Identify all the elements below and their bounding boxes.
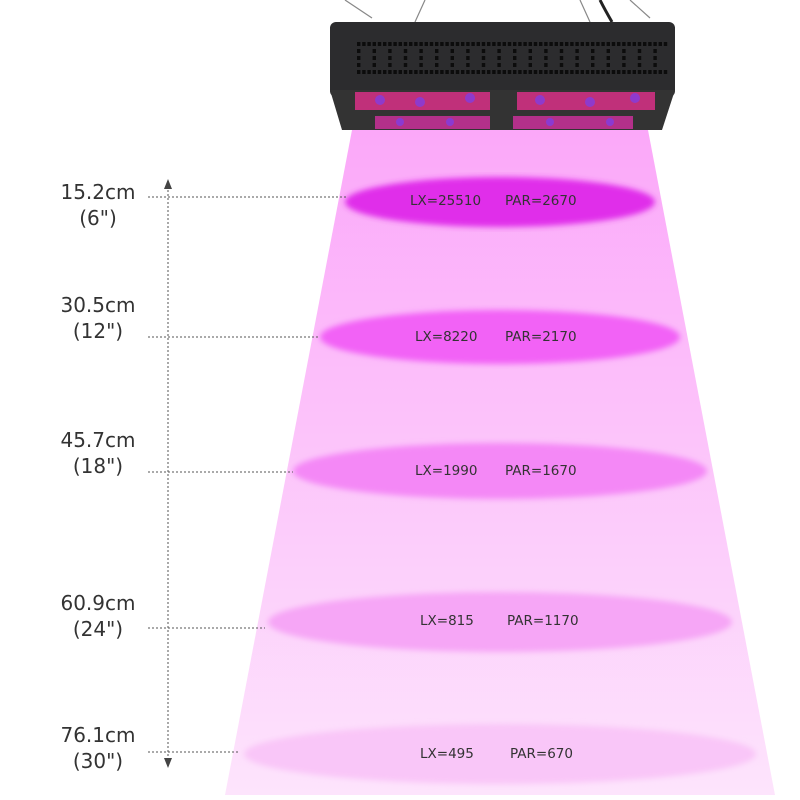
light-intensity-zone (293, 443, 707, 499)
distance-cm: 76.1cm (60, 723, 136, 747)
distance-label: 76.1cm(30") (43, 722, 153, 774)
arrow-down-icon (164, 758, 172, 768)
par-reading: PAR=1670 (505, 463, 577, 479)
distance-inch: (30") (72, 749, 124, 773)
lux-reading: LX=25510 (410, 193, 482, 209)
distance-cm: 45.7cm (60, 428, 136, 452)
par-reading: PAR=2170 (505, 329, 577, 345)
distance-cm: 15.2cm (60, 180, 136, 204)
height-scale (148, 190, 348, 758)
lux-reading: LX=8220 (415, 329, 478, 345)
distance-inch: (12") (72, 319, 124, 343)
distance-label: 45.7cm(18") (43, 427, 153, 479)
distance-inch: (18") (72, 454, 124, 478)
distance-cm: 30.5cm (60, 293, 136, 317)
led-grow-light-panel (330, 22, 675, 130)
light-intensity-zone (244, 724, 756, 784)
distance-label: 30.5cm(12") (43, 292, 153, 344)
light-intensity-zone (345, 177, 655, 227)
distance-inch: (24") (72, 617, 124, 641)
par-reading: PAR=2670 (505, 193, 577, 209)
light-intensity-zone (268, 592, 732, 652)
arrow-up-icon (164, 179, 172, 189)
lux-reading: LX=495 (420, 746, 474, 762)
distance-label: 60.9cm(24") (43, 590, 153, 642)
light-intensity-zone (320, 310, 680, 364)
distance-label: 15.2cm(6") (43, 179, 153, 231)
lux-reading: LX=815 (420, 613, 474, 629)
par-reading: PAR=1170 (507, 613, 579, 629)
par-reading: PAR=670 (510, 746, 573, 762)
lux-reading: LX=1990 (415, 463, 478, 479)
distance-cm: 60.9cm (60, 591, 136, 615)
hanging-wires (344, 0, 651, 23)
distance-inch: (6") (79, 206, 117, 230)
